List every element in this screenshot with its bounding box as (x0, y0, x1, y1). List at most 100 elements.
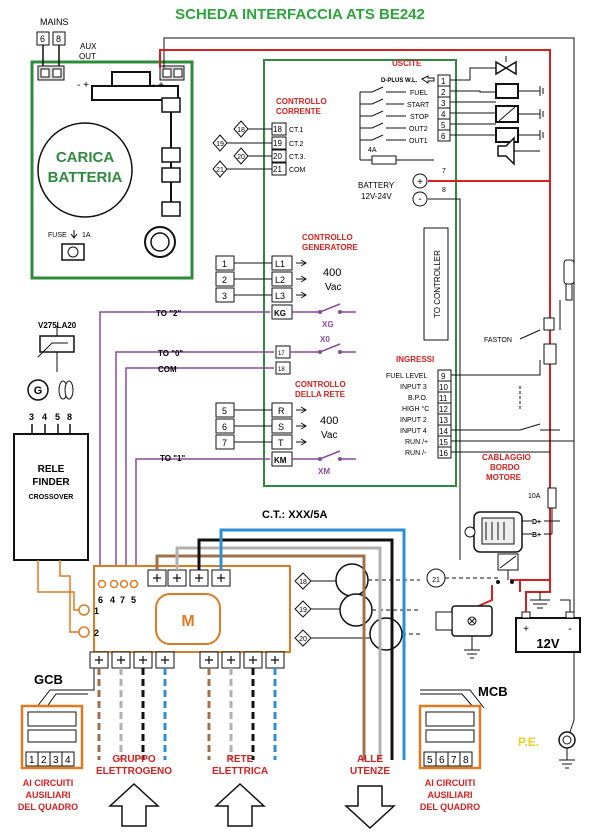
out-term-2: 2 (441, 88, 446, 97)
out-label-dplus: D-PLUS W.L. (381, 78, 418, 84)
label-com: COM (158, 365, 177, 374)
mcb-label: MCB (478, 684, 508, 699)
inputs-title: INGRESSI (396, 355, 434, 364)
in-label-input2: INPUT 2 (400, 417, 427, 424)
grid-control: CONTROLLO DELLA RETE 5 6 7 R S T KM 400 … (215, 380, 356, 476)
mcb-term-8: 8 (463, 755, 469, 766)
battery-voltage-12v: 12V (536, 636, 559, 651)
gcb-term-4: 4 (65, 755, 71, 766)
ct-node-20: 20 (237, 154, 245, 161)
grid-left-6: 6 (222, 422, 227, 432)
in-label-input3: INPUT 3 (400, 384, 427, 391)
gen-left-3: 3 (222, 291, 227, 301)
mcb-aux-3: DEL QUADRO (420, 802, 480, 812)
svg-text:- +: - + (77, 80, 89, 91)
cablaggio-3: MOTORE (486, 473, 522, 482)
gcb-label: GCB (34, 672, 63, 687)
gcb-block: GCB 1 2 3 4 AI CIRCUITI AUSILIARI DEL QU… (18, 672, 84, 812)
gcb-aux-1: AI CIRCUITI (23, 778, 74, 788)
out-term-7: 7 (442, 168, 446, 175)
interface-board (263, 59, 457, 487)
out-label-out1: OUT1 (409, 138, 428, 145)
switch-x0: X0 (320, 335, 330, 344)
svg-text:+: + (417, 177, 423, 188)
outputs-block: USCITE D-PLUS W.L. FUEL START STOP OUT2 … (358, 59, 451, 207)
grid-title-2: DELLA RETE (295, 390, 346, 399)
gen-term-l3: L3 (275, 291, 285, 301)
relay-term-3: 3 (29, 412, 34, 422)
in-term-12: 12 (439, 405, 448, 414)
ats-ct-20: 20 (299, 636, 307, 643)
gcb-term-2: 2 (41, 755, 47, 766)
motor-label: M (181, 613, 194, 630)
out-term-5: 5 (441, 121, 446, 130)
cablaggio-1: CABLAGGIO (482, 453, 531, 462)
gen-left-1: 1 (222, 259, 227, 269)
charger-label-2: BATTERIA (48, 169, 123, 186)
out-label-stop: STOP (410, 114, 429, 121)
mains-term-6: 6 (40, 34, 45, 44)
grid-title-1: CONTROLLO (295, 380, 346, 389)
battery-minus: - (568, 623, 572, 635)
out-term-8: 8 (442, 187, 446, 194)
label-to1: TO "1" (160, 454, 185, 463)
control-line-labels: TO "2" TO "0" COM TO "1" (156, 309, 185, 463)
gcb-aux-3: DEL QUADRO (18, 802, 78, 812)
inputs-block: INGRESSI FUEL LEVEL INPUT 3 B.P.O. HIGH … (386, 355, 452, 459)
to-controller-box: TO CONTROLLER (423, 227, 449, 341)
mcb-term-7: 7 (451, 755, 457, 766)
ct-term-18: 18 (273, 125, 282, 134)
aux-term-1: 1 (94, 606, 99, 616)
engine-wiring-title: CABLAGGIO BORDO MOTORE (482, 453, 531, 482)
ct-label-1: CT.1 (289, 127, 304, 134)
generator-control: CONTROLLO GENERATORE 1 2 3 L1 L2 L3 KG 4… (215, 233, 358, 329)
alternator: 10A D+ B+ (464, 487, 560, 553)
ct-term-20: 20 (273, 152, 282, 161)
ats-ct-19: 19 (299, 607, 307, 614)
arrow-up-grid-icon (214, 782, 266, 827)
battery-plus: + (523, 624, 529, 635)
load-cables (155, 528, 406, 760)
outputs-title: USCITE (392, 59, 422, 68)
arrow-up-generator-icon (108, 782, 160, 827)
in-term-14: 14 (439, 427, 448, 436)
ct-term-21: 21 (273, 165, 282, 174)
current-title-1: CONTROLLO (276, 97, 327, 106)
svg-text:- +: - + (152, 80, 164, 91)
mcb-block: MCB 5 6 7 8 AI CIRCUITI AUSILIARI DEL QU… (418, 684, 508, 812)
ct-label-com: COM (289, 167, 306, 174)
out-label-fuel: FUEL (410, 90, 428, 97)
relay-section: V275LA20 G 3 4 5 8 RELE FINDER CROSSOVER (13, 321, 89, 561)
relay-line-2: FINDER (32, 477, 70, 488)
control-lines (99, 311, 274, 578)
battery-voltage: 12V-24V (361, 192, 392, 201)
protective-earth: P.E. (518, 719, 576, 769)
grid-term-km: KM (274, 456, 287, 465)
gen-switch-xg: XG (322, 320, 334, 329)
gen-label-1: GRUPPO (112, 754, 156, 765)
gcb-term-3: 3 (53, 755, 59, 766)
in-label-run-minus: RUN /- (405, 450, 427, 457)
aux-out-label: OUT (79, 52, 96, 61)
in-term-16: 16 (439, 449, 448, 458)
out-term-1: 1 (441, 77, 446, 86)
grid-term-r: R (278, 406, 285, 416)
battery-label: BATTERY (358, 181, 395, 190)
in-label-high-c: HIGH °C (402, 405, 429, 413)
net-label-2: ELETTRICA (212, 766, 268, 777)
fuse-rating: 1A (82, 232, 91, 239)
out-fuse: 4A (368, 147, 377, 154)
in-term-11: 11 (439, 394, 448, 403)
relay-term-5: 5 (55, 412, 60, 422)
current-control: CONTROLLO CORRENTE 18 19 20 21 18 19 20 … (212, 97, 327, 178)
to-controller-label: TO CONTROLLER (433, 250, 442, 318)
fuse-label: FUSE (48, 232, 67, 239)
dplus-label: D+ (532, 519, 541, 526)
term-17: 17 (278, 351, 285, 357)
relay-term-4: 4 (42, 412, 47, 422)
gen-title-2: GENERATORE (302, 243, 358, 252)
motor-term-4: 4 (110, 595, 115, 605)
mcb-aux-2: AUSILIARI (428, 790, 473, 800)
gen-title-1: CONTROLLO (302, 233, 353, 242)
output-devices (495, 56, 544, 166)
